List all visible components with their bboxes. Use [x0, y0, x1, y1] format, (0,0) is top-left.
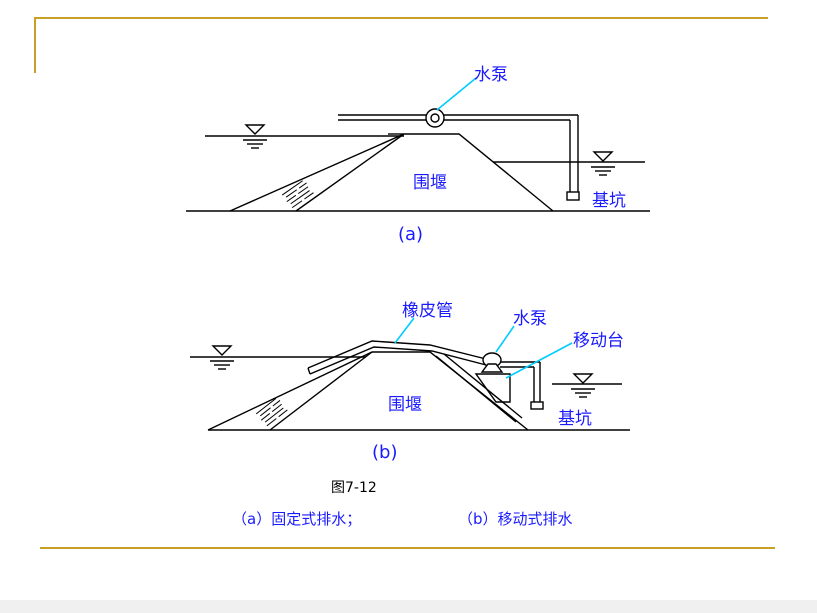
intake-b	[530, 401, 544, 410]
pit-label-b: 基坑	[558, 409, 592, 429]
figure-canvas: 水泵 围堰 基坑 (a)	[34, 17, 775, 549]
rail-2-b	[443, 353, 523, 419]
clay-hatch-b	[255, 398, 288, 427]
caption-b: （b）移动式排水	[458, 510, 573, 528]
figure-number: 图7-12	[331, 480, 377, 496]
diagram-a	[186, 108, 650, 212]
pump-hub-a	[430, 113, 440, 123]
clay-hatch-a	[281, 180, 314, 209]
pump-base-b	[480, 363, 504, 373]
caption-a: （a）固定式排水；	[232, 510, 361, 528]
hose-outer-b	[307, 340, 491, 369]
hose-end-b	[307, 367, 311, 375]
pump-label-a: 水泵	[474, 65, 508, 85]
water-level-symbol-b2	[571, 373, 595, 398]
bottom-strip	[0, 600, 817, 613]
core-line-a	[295, 133, 405, 212]
moving-platform-b	[474, 373, 511, 403]
hose-inner-b	[309, 346, 491, 375]
pit-label-a: 基坑	[592, 191, 626, 211]
hose-label-b: 橡皮管	[402, 301, 453, 321]
rail-1-b	[435, 355, 517, 423]
sub-label-b: (b)	[372, 442, 397, 463]
intake-a	[566, 191, 580, 201]
pump-leader-b	[495, 325, 515, 353]
weir-label-b: 围堰	[388, 395, 422, 415]
water-level-symbol-a2	[591, 151, 615, 176]
weir-label-a: 围堰	[413, 173, 447, 193]
pump-label-b: 水泵	[513, 309, 547, 329]
platform-label-b: 移动台	[573, 331, 624, 351]
water-level-symbol-b1	[210, 345, 234, 370]
diagram-b	[190, 340, 630, 431]
cofferdam-a	[229, 133, 554, 212]
sub-label-a: (a)	[398, 224, 423, 245]
core-line-b	[269, 351, 373, 431]
water-level-symbol-a1	[243, 124, 267, 149]
pump-leader-a	[436, 77, 477, 111]
platform-leader-b	[505, 342, 573, 379]
hose-leader-b	[394, 317, 415, 344]
pump-a	[425, 108, 445, 128]
slide-frame	[34, 17, 775, 549]
